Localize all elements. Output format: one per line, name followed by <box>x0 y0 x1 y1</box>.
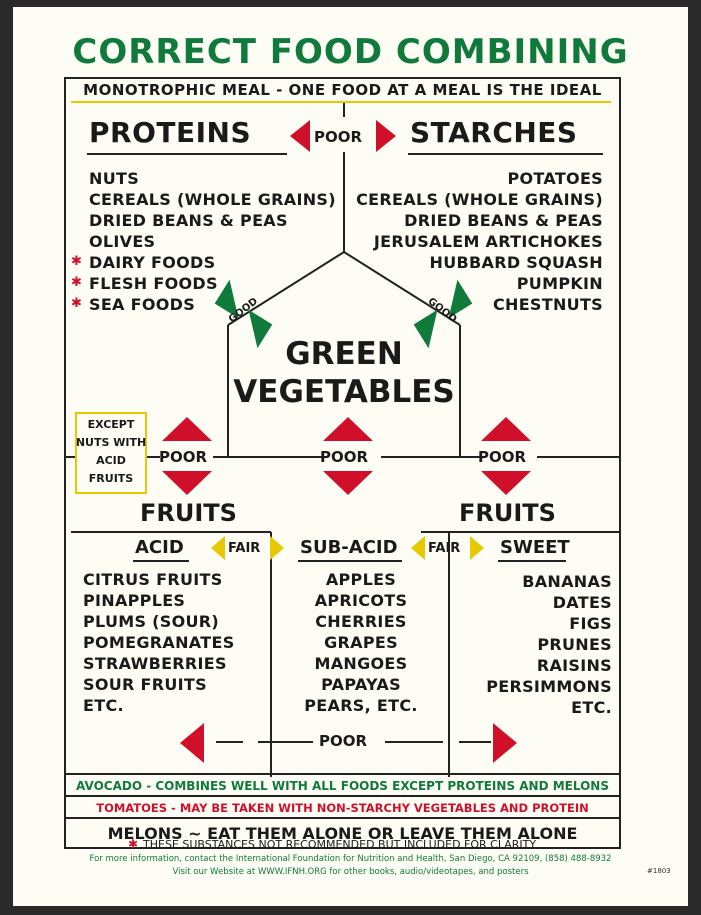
subtitle: MONOTROPHIC MEAL - ONE FOOD AT A MEAL IS… <box>83 81 602 99</box>
center-connector-top <box>343 103 345 117</box>
poor-label-center: POOR <box>320 448 369 466</box>
subacid-item: PEARS, ETC. <box>304 696 418 715</box>
acid-underline <box>133 560 189 562</box>
sweet-item: DATES <box>552 593 612 612</box>
info-line-2: Visit our Website at WWW.IFNH.ORG for ot… <box>172 867 529 877</box>
except-line: NUTS WITH <box>75 436 147 449</box>
poor-arrow-right-icon <box>376 120 396 152</box>
green-vegetables-line2: VEGETABLES <box>233 374 455 410</box>
sweet-item: RAISINS <box>536 656 612 675</box>
sweet-item: BANANAS <box>522 572 612 591</box>
sweet-item: ETC. <box>571 698 612 717</box>
proteins-underline <box>87 153 287 155</box>
acid-item: POMEGRANATES <box>83 633 235 652</box>
acid-item: STRAWBERRIES <box>83 654 227 673</box>
subacid-item: PAPAYAS <box>321 675 401 694</box>
asterisk-icon: ✱ <box>71 296 83 311</box>
poor-arrow-up-icon <box>323 417 373 441</box>
protein-item: CEREALS (WHOLE GRAINS) <box>89 190 336 209</box>
protein-item: DRIED BEANS & PEAS <box>89 211 288 230</box>
chart-frame <box>64 77 621 849</box>
fair-arrow-right-icon <box>470 536 484 560</box>
fair-arrow-left-icon <box>211 536 225 560</box>
except-box <box>75 412 147 494</box>
fair-arrow-left-icon <box>411 536 425 560</box>
poor-arrow-right-icon <box>493 723 517 763</box>
proteins-heading: PROTEINS <box>89 116 252 149</box>
protein-item: OLIVES <box>89 232 156 251</box>
subacid-item: CHERRIES <box>315 612 407 631</box>
footnote: THESE SUBSTANCES NOT RECOMMENDED BUT INC… <box>143 838 537 851</box>
fair-arrow-right-icon <box>270 536 284 560</box>
poor-arrow-left-icon <box>180 723 204 763</box>
asterisk-icon: ✱ <box>128 837 139 851</box>
acid-item: CITRUS FRUITS <box>83 570 223 589</box>
poor-label-right: POOR <box>478 448 527 466</box>
except-line: EXCEPT <box>87 418 135 431</box>
sweet-item: FIGS <box>569 614 612 633</box>
poor-label-top: POOR <box>314 128 363 146</box>
page-title: CORRECT FOOD COMBINING <box>72 32 629 72</box>
item-code: #1803 <box>647 867 671 875</box>
subacid-item: APPLES <box>325 570 397 589</box>
center-divider <box>343 152 345 252</box>
starch-item: CHESTNUTS <box>492 295 603 314</box>
subacid-heading: SUB-ACID <box>300 537 398 558</box>
starch-item: JERUSALEM ARTICHOKES <box>373 232 603 251</box>
poor-arrow-up-icon <box>481 417 531 441</box>
sweet-item: PRUNES <box>537 635 612 654</box>
starch-item: CEREALS (WHOLE GRAINS) <box>356 190 603 209</box>
poor-arrow-down-icon <box>481 471 531 495</box>
protein-item: FLESH FOODS <box>89 274 218 293</box>
protein-item: SEA FOODS <box>89 295 196 314</box>
poor-arrow-down-icon <box>162 471 212 495</box>
subacid-item: MANGOES <box>314 654 408 673</box>
poor-arrow-left-icon <box>290 120 310 152</box>
acid-heading: ACID <box>135 537 184 558</box>
info-line-1: For more information, contact the Intern… <box>89 854 612 864</box>
starch-item: DRIED BEANS & PEAS <box>404 211 603 230</box>
melons-note: MELONS ~ EAT THEM ALONE OR LEAVE THEM AL… <box>66 817 619 847</box>
acid-item: PINAPPLES <box>83 591 186 610</box>
fair-label-right: FAIR <box>428 541 461 556</box>
except-line: FRUITS <box>88 472 134 485</box>
starch-item: POTATOES <box>507 169 603 188</box>
fruits-heading-right: FRUITS <box>459 499 556 527</box>
connector-lines <box>66 251 619 777</box>
poor-arrow-down-icon <box>323 471 373 495</box>
starch-item: HUBBARD SQUASH <box>429 253 603 272</box>
subacid-item: GRAPES <box>324 633 398 652</box>
fair-label-left: FAIR <box>228 541 261 556</box>
tomatoes-note: TOMATOES - MAY BE TAKEN WITH NON-STARCHY… <box>66 795 619 817</box>
poor-label-left: POOR <box>159 448 208 466</box>
avocado-note: AVOCADO - COMBINES WELL WITH ALL FOODS E… <box>66 773 619 795</box>
starches-underline <box>408 153 603 155</box>
acid-item: PLUMS (SOUR) <box>83 612 220 631</box>
poor-label-bottom: POOR <box>319 732 368 750</box>
starches-heading: STARCHES <box>410 116 578 149</box>
protein-item: DAIRY FOODS <box>89 253 216 272</box>
subacid-item: APRICOTS <box>314 591 408 610</box>
poor-arrow-up-icon <box>162 417 212 441</box>
protein-item: NUTS <box>89 169 140 188</box>
sweet-heading: SWEET <box>500 537 570 558</box>
sweet-item: PERSIMMONS <box>486 677 612 696</box>
subacid-underline <box>298 560 402 562</box>
subtitle-underline <box>71 101 611 103</box>
sweet-underline <box>498 560 566 562</box>
acid-item: SOUR FRUITS <box>83 675 207 694</box>
starch-item: PUMPKIN <box>516 274 603 293</box>
asterisk-icon: ✱ <box>71 275 83 290</box>
acid-item: ETC. <box>83 696 124 715</box>
poster: CORRECT FOOD COMBINING MONOTROPHIC MEAL … <box>13 7 688 906</box>
green-vegetables-line1: GREEN <box>285 336 403 372</box>
except-line: ACID <box>96 454 126 467</box>
fruits-heading-left: FRUITS <box>140 499 237 527</box>
asterisk-icon: ✱ <box>71 254 83 269</box>
